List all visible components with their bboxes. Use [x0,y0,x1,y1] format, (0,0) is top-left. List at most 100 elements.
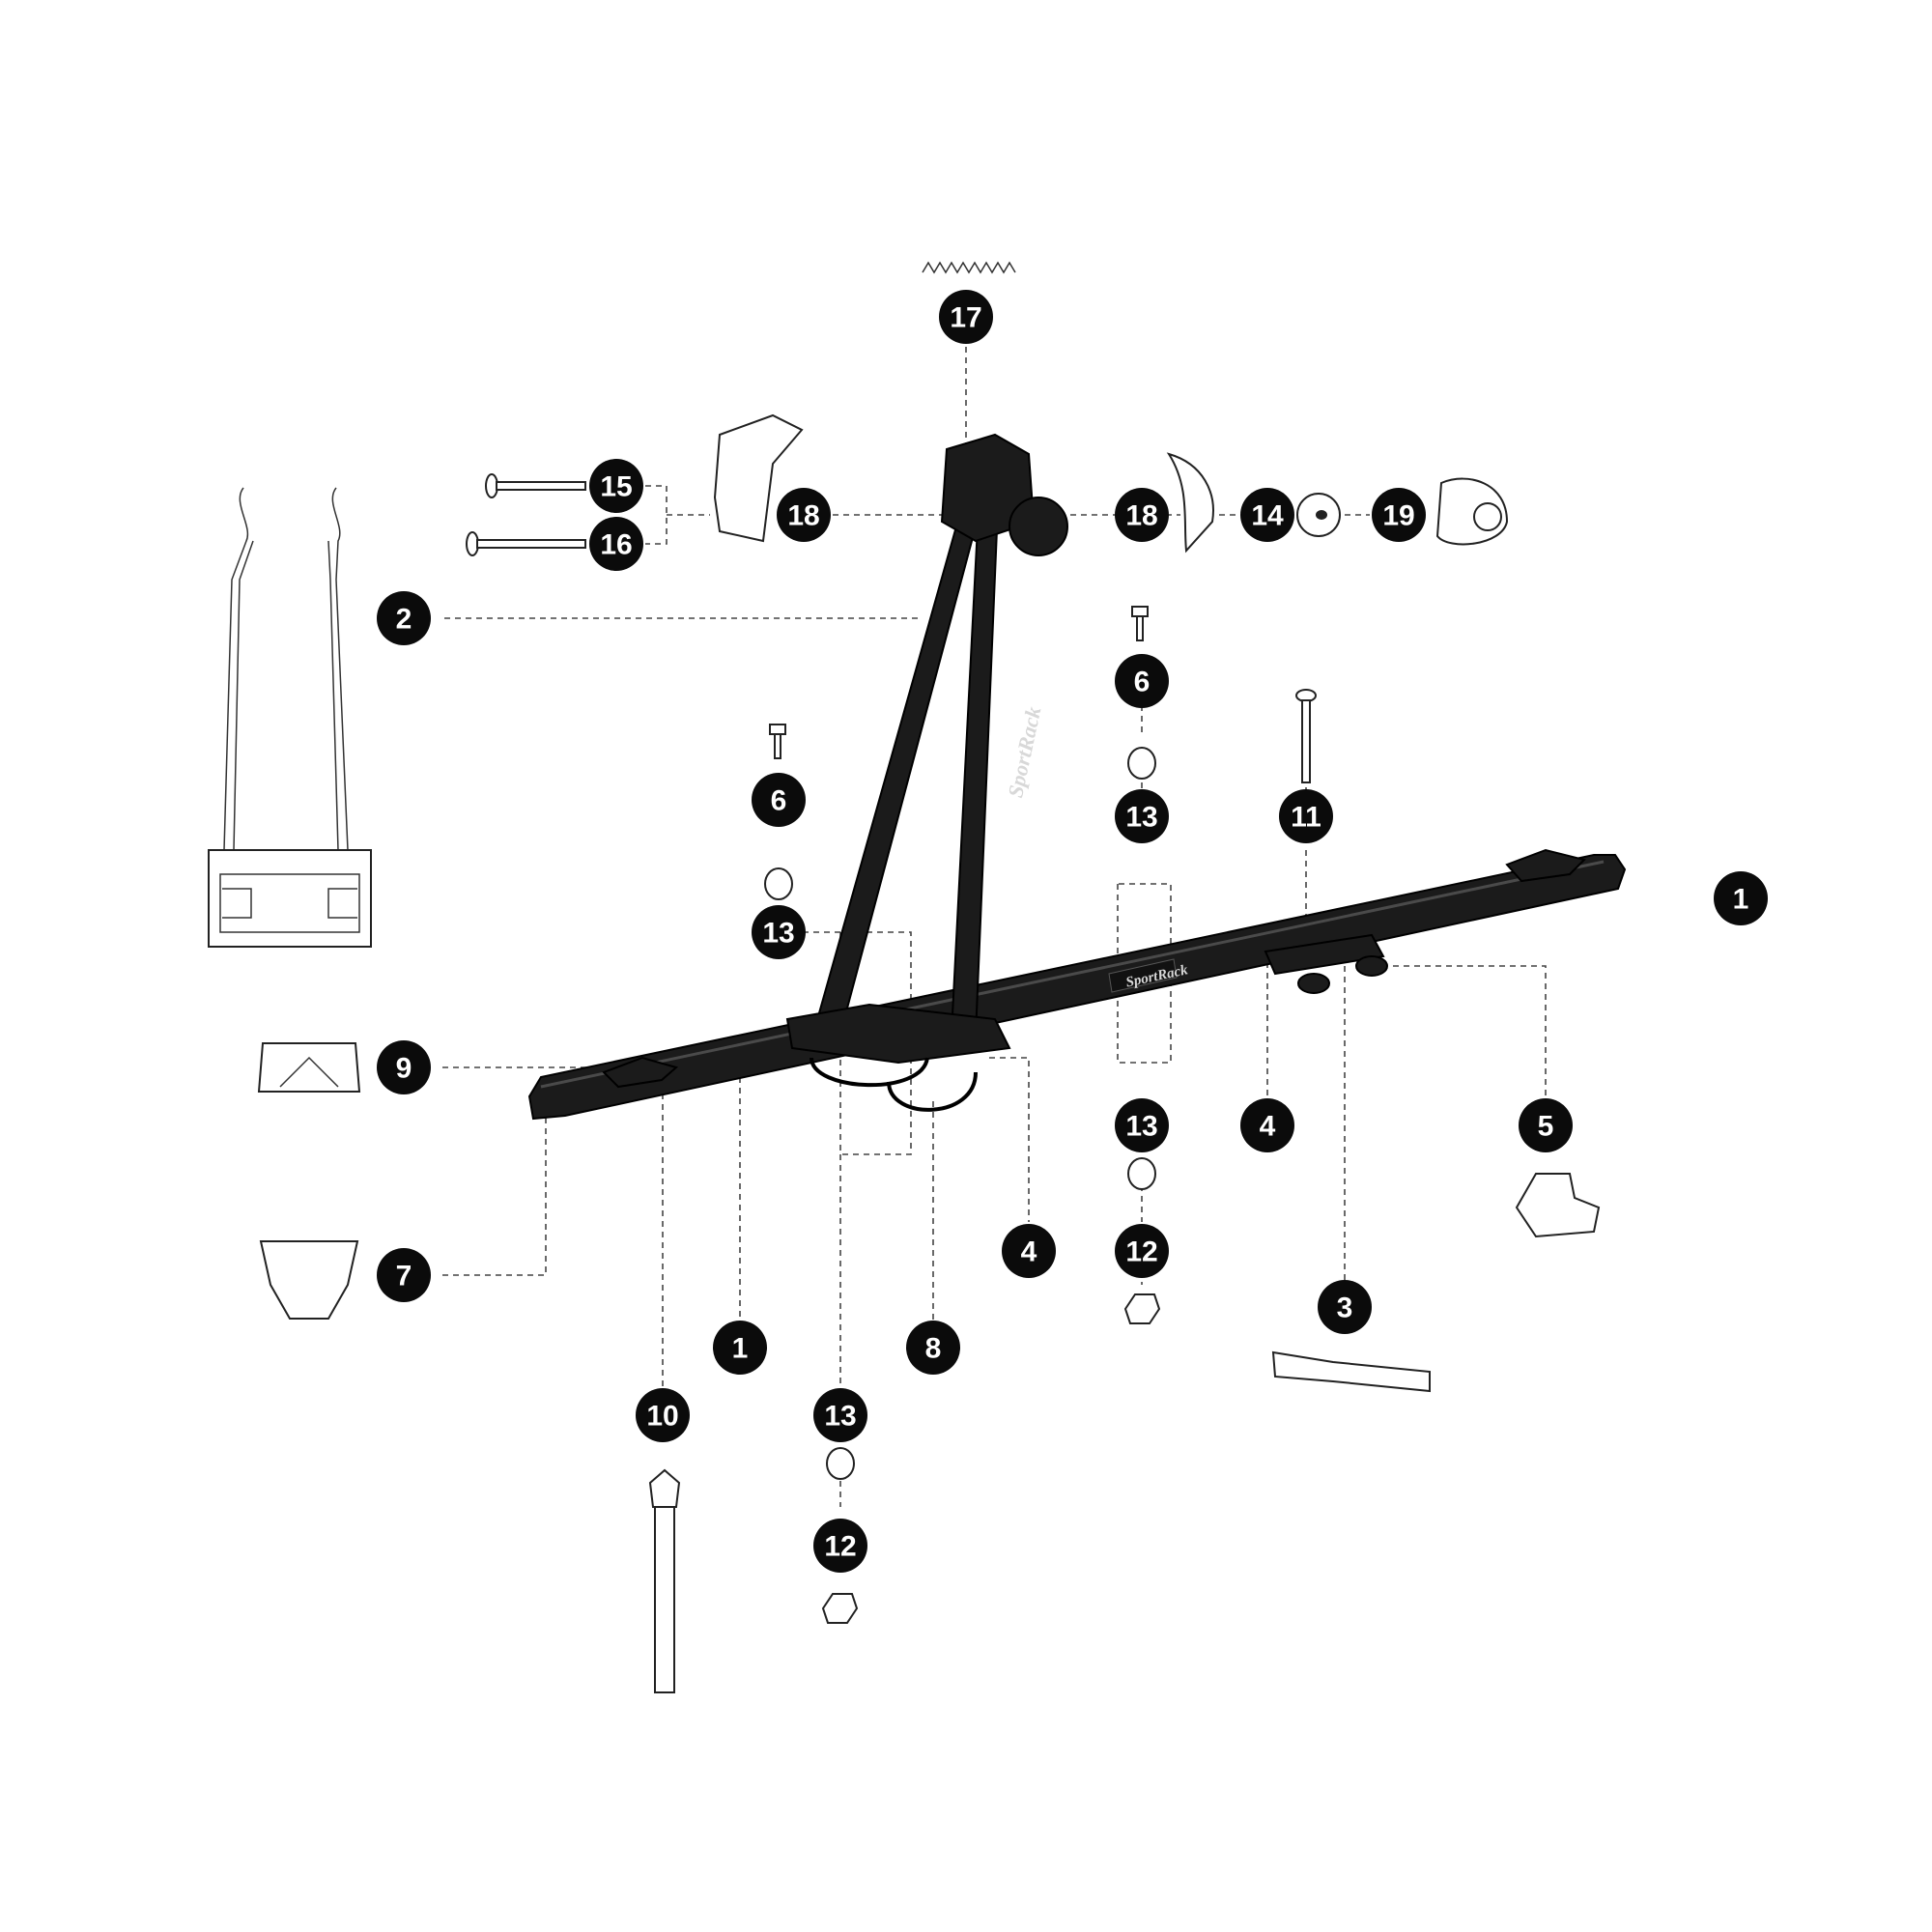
callout-badge [1519,1098,1573,1152]
callout-badge [713,1321,767,1375]
fork-arm: SportRack [785,433,1068,1112]
callouts: 17 15 16 18 18 14 19 2 6 6 13 11 1 13 9 … [377,290,1768,1573]
callout-badge [813,1388,867,1442]
knob-part [1435,477,1509,546]
callout-number: 3 [1337,1293,1353,1324]
callout-16: 16 [589,517,643,571]
pad-left-part [713,413,804,543]
callout-badge [1115,488,1169,542]
callout-4-left: 4 [1002,1224,1056,1278]
callout-badge [377,1248,431,1302]
callout-number: 18 [1125,500,1157,532]
callout-number: 14 [1251,500,1284,532]
callout-14: 14 [1240,488,1294,542]
callout-number: 6 [771,785,787,817]
callout-badge [1115,1224,1169,1278]
callout-11: 11 [1279,789,1333,843]
callout-badge [1372,488,1426,542]
callout-18-left: 18 [777,488,831,542]
callout-number: 13 [824,1401,856,1433]
clamp-plate-part [1271,1350,1431,1393]
callout-badge [589,517,643,571]
callout-badge [1115,1098,1169,1152]
callout-6-right: 6 [1115,654,1169,708]
callout-number: 13 [762,918,794,950]
callout-4-right: 4 [1240,1098,1294,1152]
callout-8: 8 [906,1321,960,1375]
callout-number: 8 [925,1333,942,1365]
callout-number: 11 [1291,802,1321,834]
callout-13-d: 13 [813,1388,867,1442]
callout-number: 10 [646,1401,678,1433]
callout-number: 1 [1733,884,1749,916]
callout-15: 15 [589,459,643,513]
spacer-part [1296,493,1341,537]
bolts-15-16 [466,473,586,556]
callout-9: 9 [377,1040,431,1094]
callout-5: 5 [1519,1098,1573,1152]
callout-18-right: 18 [1115,488,1169,542]
strap-part [648,1468,681,1693]
callout-17: 17 [939,290,993,344]
callout-12-right: 12 [1115,1224,1169,1278]
callout-number: 16 [600,529,632,561]
callout-badge [777,488,831,542]
callout-number: 18 [787,500,819,532]
callout-number: 19 [1382,500,1414,532]
callout-badge [752,905,806,959]
callout-badge [377,1040,431,1094]
end-cap-part [259,1240,359,1320]
main-crossbar: SportRack [527,848,1627,1121]
callout-1-right: 1 [1714,871,1768,925]
callout-number: 4 [1021,1236,1037,1268]
callout-badge [813,1519,867,1573]
callout-number: 5 [1538,1111,1554,1143]
callout-number: 12 [1125,1236,1157,1268]
callout-badge [636,1388,690,1442]
nut-parts [821,1293,1161,1624]
wheel-tray-part [257,1042,361,1093]
callout-13-c: 13 [1115,1098,1169,1152]
callout-number: 9 [396,1053,412,1085]
callout-1-left: 1 [713,1321,767,1375]
callout-12-left: 12 [813,1519,867,1573]
foot-knob-part [1515,1173,1601,1238]
callout-badge [1318,1280,1372,1334]
callout-number: 15 [600,471,632,503]
brand-text-arm: SportRack [1003,704,1045,799]
callout-6-left: 6 [752,773,806,827]
pad-right-part [1166,452,1214,554]
callout-number: 17 [950,302,981,334]
callout-number: 13 [1125,802,1157,834]
callout-number: 12 [824,1531,856,1563]
callout-7: 7 [377,1248,431,1302]
callout-number: 7 [396,1261,412,1293]
callout-10: 10 [636,1388,690,1442]
callout-number: 6 [1134,667,1151,698]
callout-badge [1115,789,1169,843]
long-bolt-part [1295,689,1317,783]
washer-parts [764,747,1156,1480]
callout-badge [939,290,993,344]
callout-number: 13 [1125,1111,1157,1143]
callout-number: 4 [1260,1111,1276,1143]
bar-foot-clamps [1264,933,1388,994]
callout-badge [589,459,643,513]
wheel-strap-assembly [208,487,372,948]
callout-number: 1 [732,1333,749,1365]
callout-badge [1240,1098,1294,1152]
callout-13-b: 13 [752,905,806,959]
callout-3: 3 [1318,1280,1372,1334]
callout-badge [1240,488,1294,542]
callout-13-a: 13 [1115,789,1169,843]
callout-badge [1002,1224,1056,1278]
callout-badge [1115,654,1169,708]
callout-2: 2 [377,591,431,645]
callout-badge [1279,789,1333,843]
callout-badge [1714,871,1768,925]
callout-number: 2 [396,604,412,636]
callout-badge [752,773,806,827]
callout-badge [377,591,431,645]
spring-part [922,261,1016,274]
